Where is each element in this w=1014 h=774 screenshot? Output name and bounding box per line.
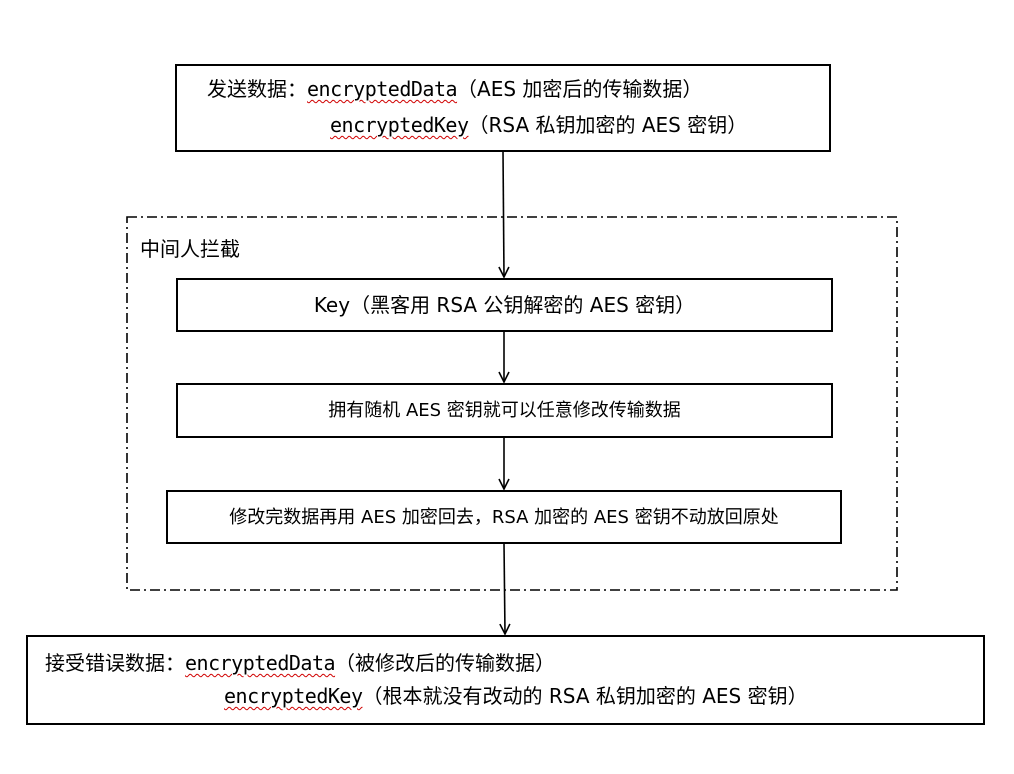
arrow-step3-to-receive — [504, 542, 505, 634]
step-reencrypt-box: 修改完数据再用 AES 加密回去，RSA 加密的 AES 密钥不动放回原处 — [166, 490, 842, 544]
step-modify-data-box: 拥有随机 AES 密钥就可以任意修改传输数据 — [176, 383, 833, 438]
send-encrypted-data-name: encryptedData — [307, 77, 458, 101]
send-encrypted-data-desc: （AES 加密后的传输数据） — [457, 77, 703, 101]
receive-encrypted-data-name: encryptedData — [185, 651, 336, 675]
step-decrypt-key-box: Key（黑客用 RSA 公钥解密的 AES 密钥） — [176, 278, 833, 332]
send-data-box: 发送数据：encryptedData（AES 加密后的传输数据） encrypt… — [175, 64, 831, 152]
step-modify-data-text: 拥有随机 AES 密钥就可以任意修改传输数据 — [328, 400, 681, 421]
mitm-region-border — [126, 216, 898, 591]
send-encrypted-key-desc: （RSA 私钥加密的 AES 密钥） — [468, 113, 748, 137]
step-decrypt-key-text: Key（黑客用 RSA 公钥解密的 AES 密钥） — [313, 293, 696, 317]
receive-encrypted-key-desc: （根本就没有改动的 RSA 私钥加密的 AES 密钥） — [362, 684, 808, 708]
receive-encrypted-data-desc: （被修改后的传输数据） — [335, 651, 556, 675]
step-reencrypt-text: 修改完数据再用 AES 加密回去，RSA 加密的 AES 密钥不动放回原处 — [229, 507, 779, 528]
receive-key-line: encryptedKey（根本就没有改动的 RSA 私钥加密的 AES 密钥） — [224, 684, 808, 708]
receive-data-label: 接受错误数据： — [45, 651, 185, 675]
send-data-line: 发送数据：encryptedData（AES 加密后的传输数据） — [207, 77, 702, 101]
receive-encrypted-key-name: encryptedKey — [224, 684, 363, 708]
receive-data-box: 接受错误数据：encryptedData（被修改后的传输数据） encrypte… — [26, 635, 985, 725]
receive-data-line: 接受错误数据：encryptedData（被修改后的传输数据） — [45, 651, 555, 675]
send-data-label: 发送数据： — [207, 77, 307, 101]
mitm-region-label: 中间人拦截 — [140, 237, 240, 261]
arrow-send-to-step1 — [503, 150, 504, 277]
send-encrypted-key-name: encryptedKey — [330, 113, 469, 137]
send-key-line: encryptedKey（RSA 私钥加密的 AES 密钥） — [330, 113, 747, 137]
